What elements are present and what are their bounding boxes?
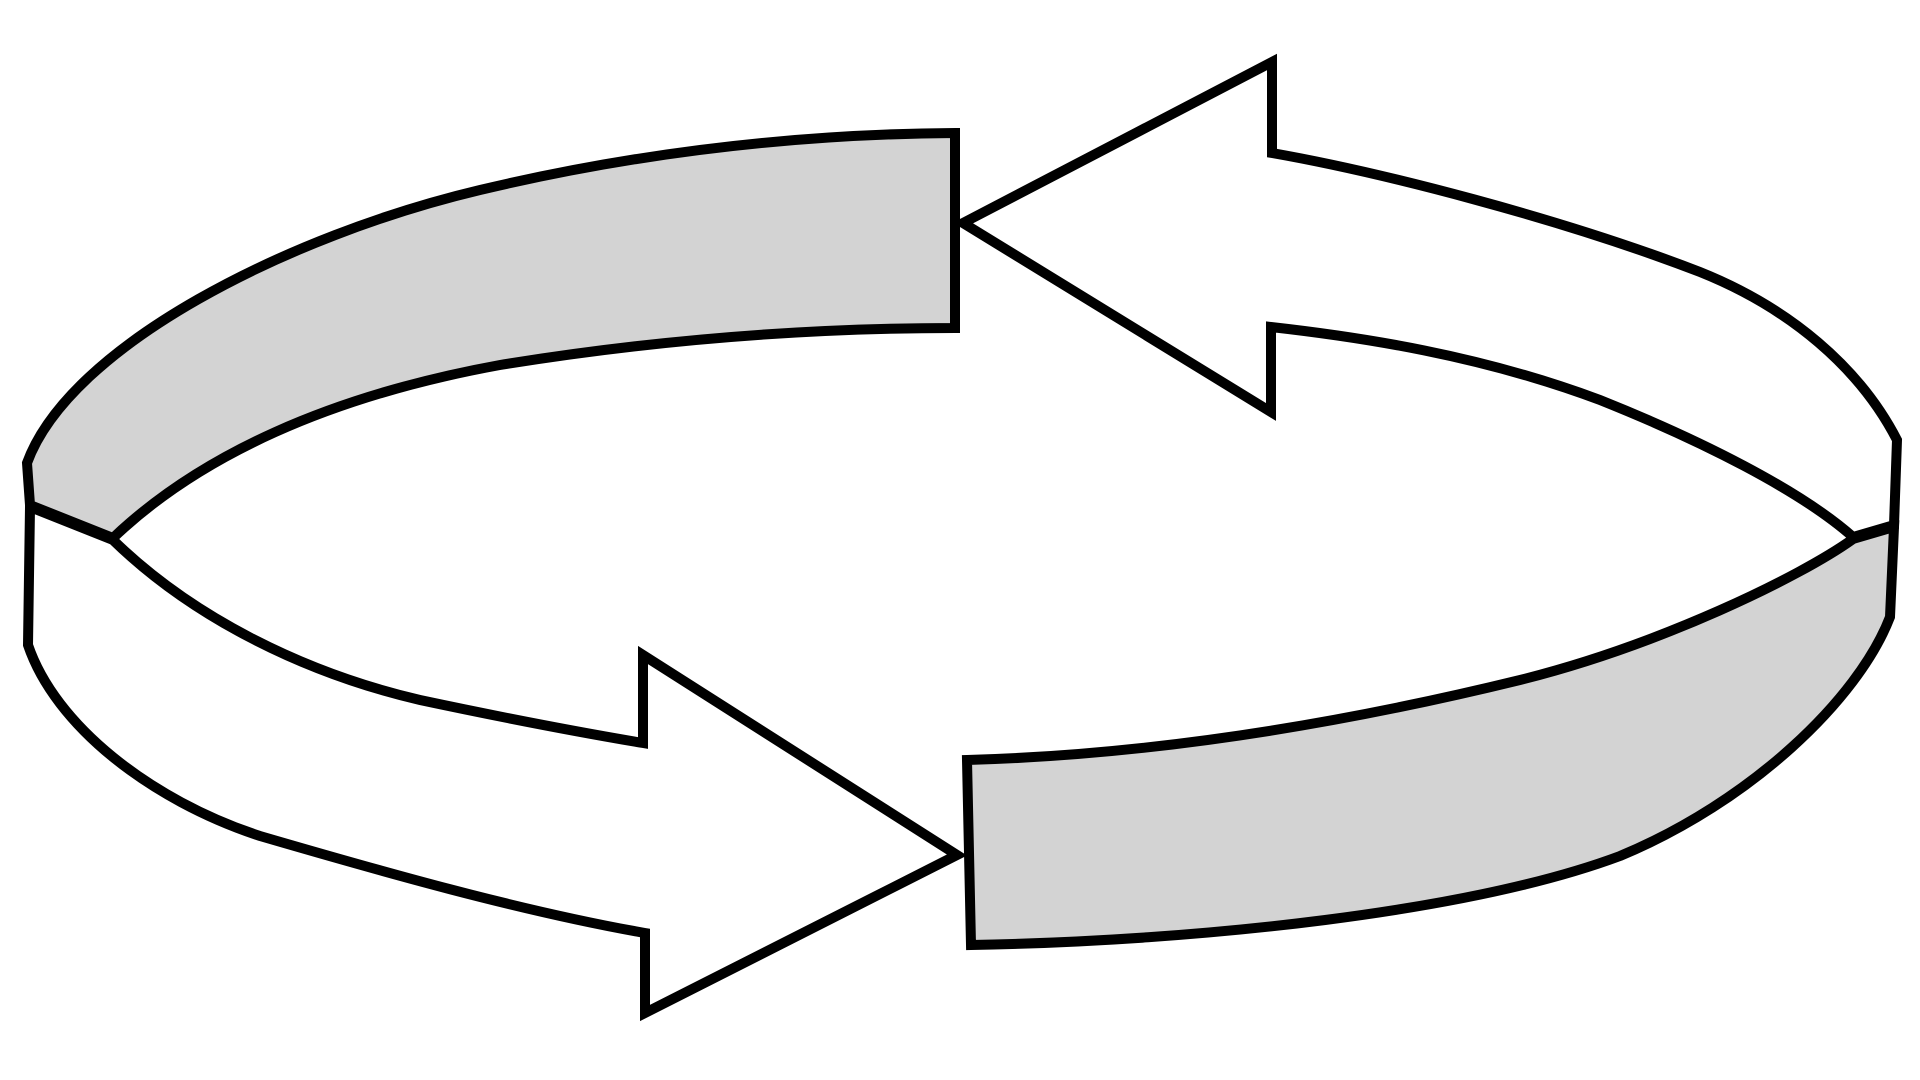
ribbon-top-left-gray bbox=[21, 127, 960, 544]
ribbon-top-right-white-with-arrowhead bbox=[952, 53, 1903, 543]
ribbon-bottom-right-gray bbox=[961, 520, 1900, 951]
ribbon-bottom-left-white-with-arrowhead bbox=[22, 499, 968, 1022]
